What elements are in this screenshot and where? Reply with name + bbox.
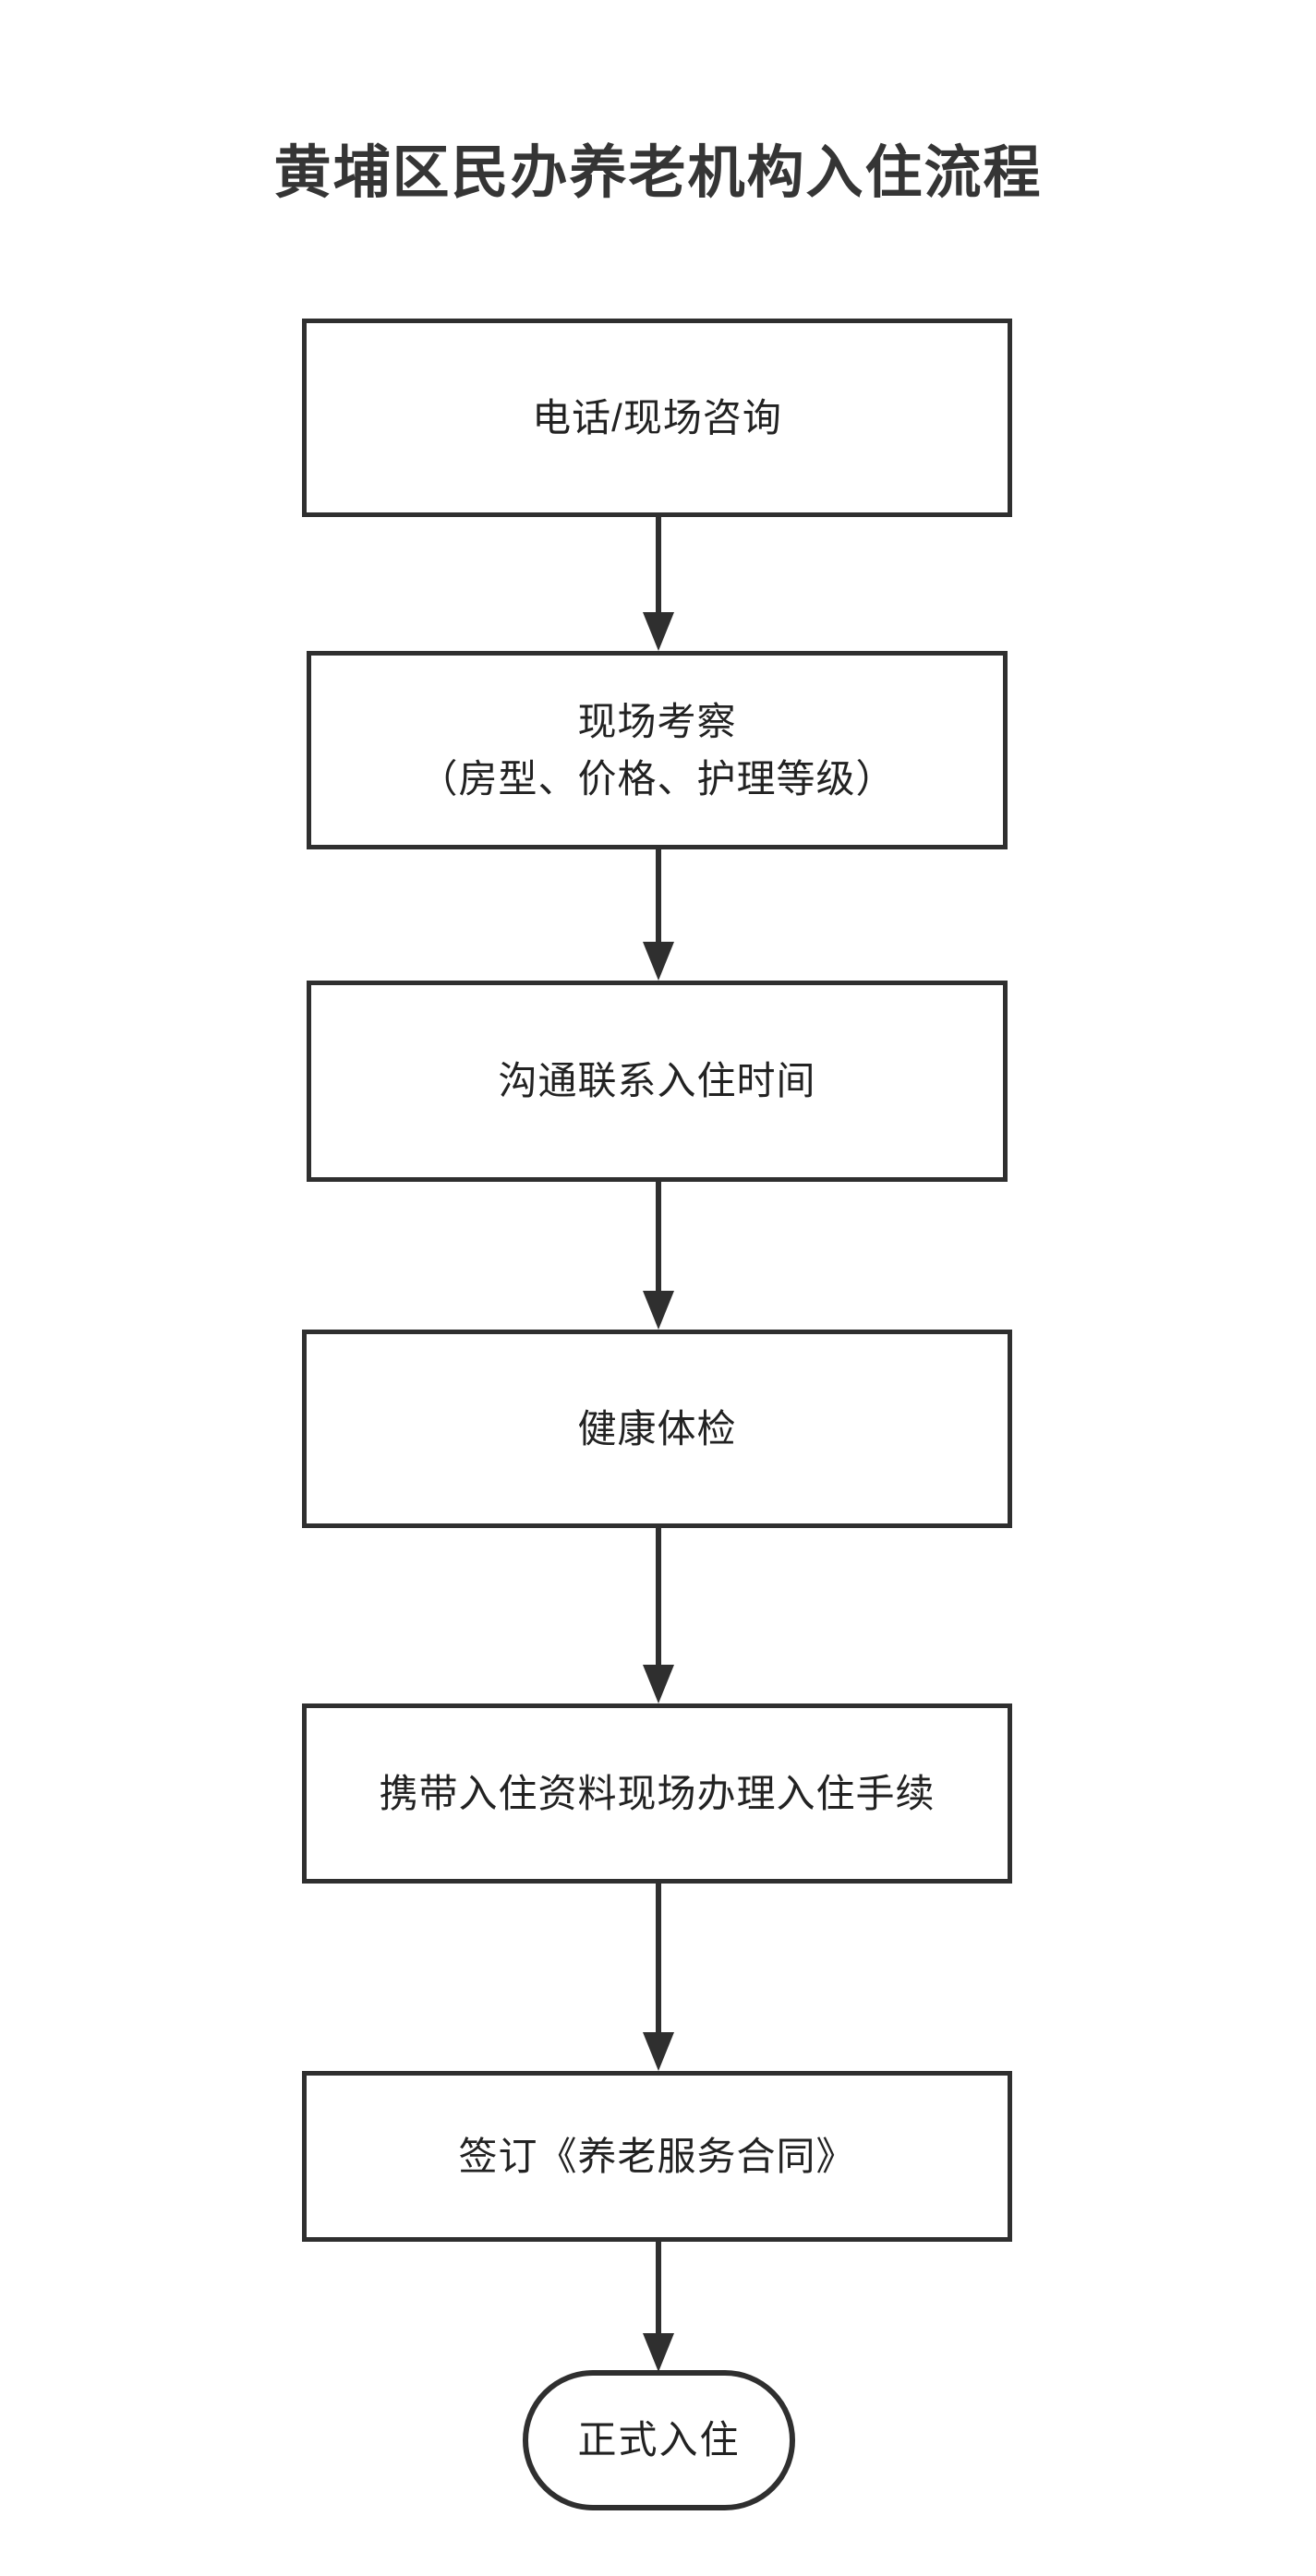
connector-line: [656, 1884, 661, 2034]
flow-node-label: 签订《养老服务合同》: [458, 2134, 856, 2178]
flow-node-label: 健康体检: [577, 1406, 737, 1451]
flow-node-step-2[interactable]: 现场考察 （房型、价格、护理等级）: [307, 651, 1008, 849]
arrowhead-down-icon: [643, 1665, 674, 1703]
arrowhead-down-icon: [643, 2032, 674, 2071]
flow-node-label: 现场考察 （房型、价格、护理等级）: [418, 699, 896, 800]
flow-node-label: 携带入住资料现场办理入住手续: [379, 1771, 936, 1815]
flow-node-step-6[interactable]: 签订《养老服务合同》: [302, 2071, 1012, 2242]
arrowhead-down-icon: [643, 612, 674, 651]
flow-connector-5-to-6: [643, 1884, 674, 2071]
page-title: 黄埔区民办养老机构入住流程: [273, 141, 1043, 205]
connector-line: [656, 1182, 661, 1293]
connector-line: [656, 1528, 661, 1667]
connector-line: [656, 849, 661, 944]
flow-node-label: 沟通联系入住时间: [498, 1059, 816, 1102]
flow-node-label: 正式入住: [577, 2418, 741, 2462]
flow-connector-3-to-4: [643, 1182, 674, 1330]
flow-node-label: 电话/现场咨询: [532, 395, 782, 439]
flow-connector-4-to-5: [643, 1528, 674, 1703]
flow-node-step-3[interactable]: 沟通联系入住时间: [307, 981, 1008, 1182]
flow-node-step-4[interactable]: 健康体检: [302, 1330, 1012, 1528]
arrowhead-down-icon: [643, 942, 674, 981]
connector-line: [656, 517, 661, 614]
flow-connector-6-to-7: [643, 2242, 674, 2372]
flow-node-step-5[interactable]: 携带入住资料现场办理入住手续: [302, 1703, 1012, 1884]
flow-connector-1-to-2: [643, 517, 674, 651]
flow-node-step-1[interactable]: 电话/现场咨询: [302, 319, 1012, 517]
connector-line: [656, 2242, 661, 2335]
arrowhead-down-icon: [643, 1291, 674, 1330]
arrowhead-down-icon: [643, 2333, 674, 2372]
flow-connector-2-to-3: [643, 849, 674, 981]
flow-node-step-7-terminal[interactable]: 正式入住: [523, 2370, 795, 2510]
